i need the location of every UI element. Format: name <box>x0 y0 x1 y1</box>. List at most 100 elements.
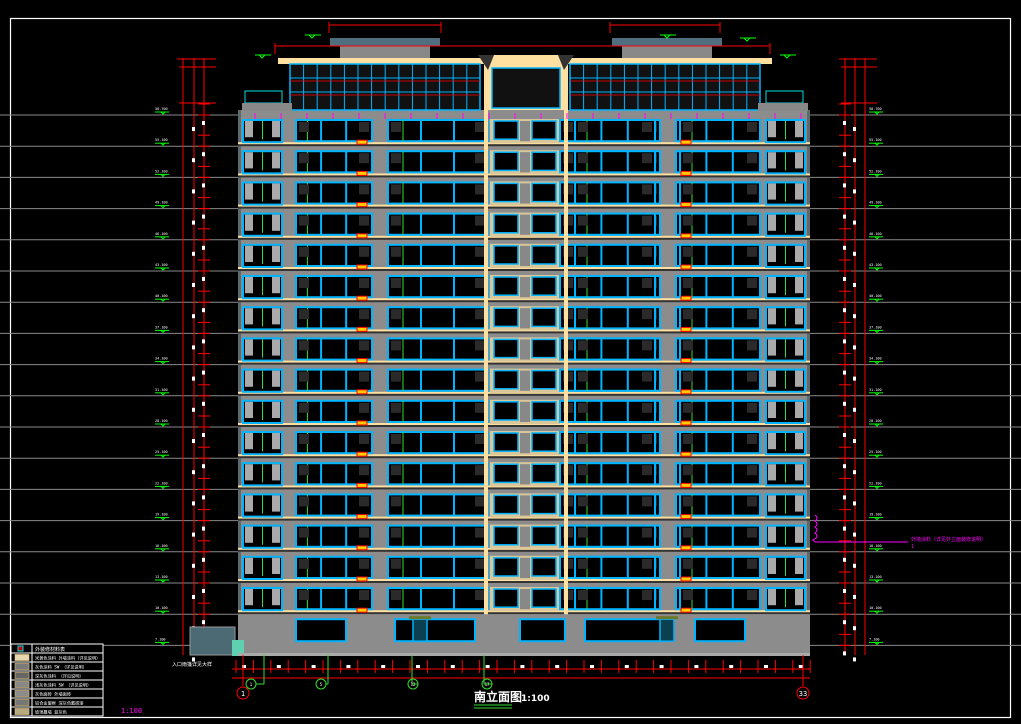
core-window-right <box>531 120 557 140</box>
window-14-R4 <box>574 555 656 579</box>
core-window-left <box>493 557 519 577</box>
core-window-left <box>493 182 519 203</box>
window-2-R4 <box>574 181 656 205</box>
dim-text-b-7 <box>843 339 846 344</box>
window-4-R5 <box>679 243 761 268</box>
window-5-L3 <box>490 275 560 300</box>
legend-swatch-3 <box>14 681 30 688</box>
window-frame <box>295 524 373 548</box>
level-label-1: 55.100 <box>155 138 168 142</box>
level-mark-triangle-16 <box>874 610 880 614</box>
dim-text-b-13 <box>202 526 205 531</box>
window-shutter-left <box>768 339 776 356</box>
dim-text-b-5 <box>202 277 205 281</box>
sill-tag-r-12 <box>680 514 692 520</box>
floor-band-12 <box>238 516 810 520</box>
dim-text-17 <box>192 657 195 662</box>
window-railing-left <box>578 122 588 132</box>
dim-text-b-2 <box>202 183 205 188</box>
dim-text-b-14 <box>843 557 846 562</box>
window-railing-left <box>578 558 588 569</box>
window-frame <box>574 368 656 392</box>
window-railing-left <box>578 246 588 257</box>
core-window-right <box>531 369 557 390</box>
dim-text-b-0 <box>202 121 205 125</box>
window-11-R5 <box>679 462 761 486</box>
entrance-pavilion <box>189 626 236 656</box>
window-shutter-right <box>272 308 280 325</box>
window-shutter-left <box>245 464 253 481</box>
window-2-L3 <box>490 181 560 206</box>
window-shutter-left <box>768 557 776 574</box>
level-label-12: 22.100 <box>869 481 882 485</box>
roof-cap-right-base <box>622 46 712 58</box>
sill-tag-r-5 <box>680 295 692 301</box>
window-7-L0 <box>242 337 283 362</box>
window-shutter-right <box>272 433 280 450</box>
legend-header-swatch <box>17 645 24 652</box>
window-8-R5 <box>679 368 761 392</box>
window-shutter-left <box>768 589 776 606</box>
window-9-R0 <box>765 399 806 424</box>
level-label-5: 43.100 <box>155 263 168 267</box>
level-label-16: 10.100 <box>869 606 882 610</box>
window-railing-right <box>747 278 757 288</box>
window-railing-left <box>299 465 309 476</box>
dimension-chain-right: 58.70055.10052.10049.10046.10043.10040.1… <box>839 58 883 662</box>
window-6-R4 <box>574 306 656 330</box>
window-14-L0 <box>242 555 283 580</box>
window-4-L2 <box>387 243 489 268</box>
level-label-8: 34.100 <box>155 357 168 361</box>
core-window-right <box>531 401 557 421</box>
level-mark-triangle-4 <box>160 236 166 240</box>
floor-band-shadow-1 <box>238 175 810 178</box>
window-frame <box>295 275 373 299</box>
window-frame <box>574 243 656 268</box>
window-railing-right <box>475 496 485 507</box>
window-frame <box>295 119 373 143</box>
window-frame <box>574 431 656 455</box>
window-frame <box>679 306 761 330</box>
sill-tag-r-4 <box>680 264 692 270</box>
window-shutter-left <box>768 214 776 231</box>
dim-text-11 <box>853 470 856 475</box>
window-1-L2 <box>387 150 489 174</box>
legend-row-label-4: 灰色面砖 外墙面砖 <box>35 691 71 698</box>
entrance-door-0 <box>412 618 428 642</box>
axis-label-1: 33 <box>799 690 807 698</box>
entrance-canopy-0 <box>409 616 431 620</box>
bottom-dim-text-26 <box>694 665 699 668</box>
window-8-L3 <box>490 368 560 393</box>
window-railing-left <box>391 278 401 288</box>
window-railing-right <box>747 122 757 132</box>
window-10-L0 <box>242 431 283 456</box>
window-frame <box>574 399 656 423</box>
window-frame <box>574 555 656 579</box>
window-8-R0 <box>765 368 806 393</box>
window-6-L1 <box>295 306 373 330</box>
window-railing-right <box>747 215 757 226</box>
legend-row-label-5: 铝合金窗框 深灰色氟碳漆 <box>35 700 84 707</box>
core-window-left <box>493 463 519 484</box>
axis-bubble-0 <box>236 686 250 700</box>
level-label-9: 31.100 <box>155 388 168 392</box>
dim-text-b-1 <box>202 152 205 157</box>
bottom-dim-text-6 <box>346 665 351 668</box>
window-11-L2 <box>387 462 489 486</box>
window-5-R0 <box>765 275 806 300</box>
window-13-R0 <box>765 524 806 549</box>
level-label-0: 58.700 <box>155 107 168 111</box>
material-annotation: 外墙涂料（详见外立面装修说明） 1 <box>812 514 986 550</box>
level-label-10: 28.100 <box>869 419 882 423</box>
core-pier <box>520 557 530 578</box>
window-15-L1 <box>295 587 373 611</box>
level-mark-triangle-11 <box>160 454 166 458</box>
window-14-R0 <box>765 555 806 580</box>
window-shutter-right <box>272 401 280 418</box>
dim-text-12 <box>853 501 856 506</box>
window-frame <box>679 493 761 517</box>
roof-level-tri-1 <box>258 54 266 59</box>
core-window-right <box>531 494 557 515</box>
level-label-11: 25.100 <box>155 450 168 454</box>
